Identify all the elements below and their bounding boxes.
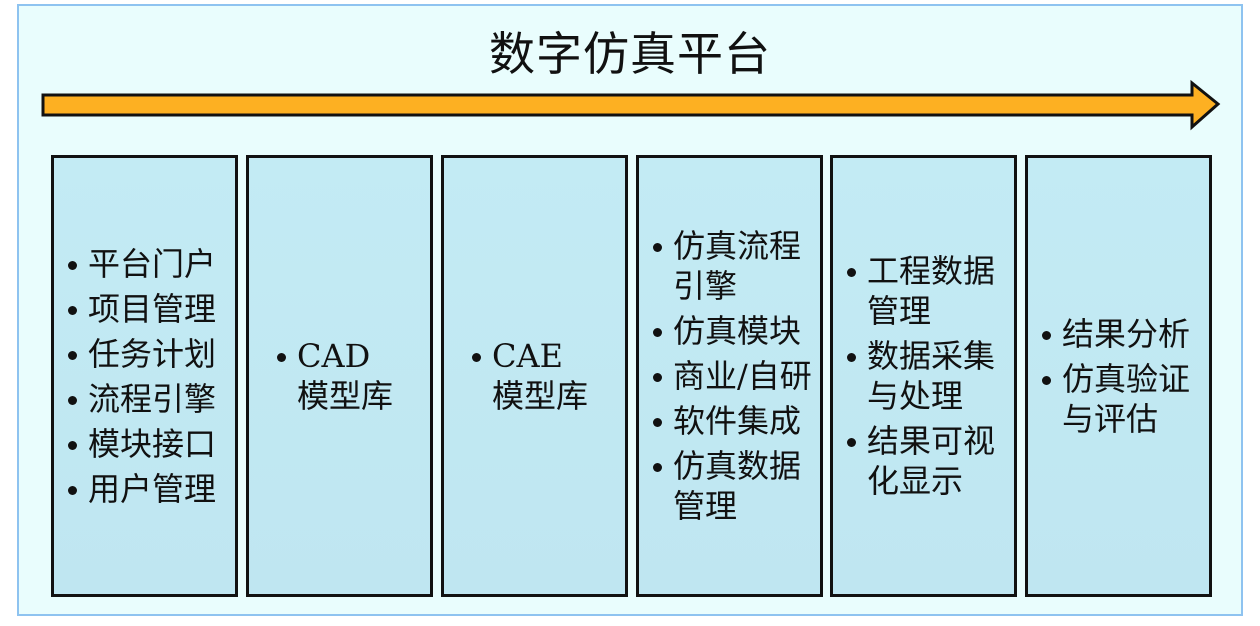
platform-module-box: CAE 模型库 xyxy=(441,155,628,597)
feature-item: 任务计划 xyxy=(68,334,230,374)
feature-item: 商业/自研 xyxy=(653,356,815,396)
feature-item: 仿真验证与评估 xyxy=(1042,359,1204,439)
feature-item: 流程引擎 xyxy=(68,379,230,419)
platform-module-box: 结果分析仿真验证与评估 xyxy=(1025,155,1212,597)
feature-item: 数据采集与处理 xyxy=(847,336,1009,416)
platform-module-box: 仿真流程引擎仿真模块商业/自研软件集成仿真数据管理 xyxy=(636,155,823,597)
feature-item: CAD 模型库 xyxy=(277,336,407,416)
feature-item: 用户管理 xyxy=(68,469,230,509)
feature-item: 仿真模块 xyxy=(653,311,815,351)
feature-item: 项目管理 xyxy=(68,289,230,329)
feature-item: 软件集成 xyxy=(653,401,815,441)
feature-item: 结果分析 xyxy=(1042,314,1204,354)
process-arrow-icon xyxy=(41,79,1221,131)
module-feature-list: 平台门户项目管理任务计划流程引擎模块接口用户管理 xyxy=(54,239,230,514)
diagram-title: 数字仿真平台 xyxy=(489,27,771,81)
feature-item: 工程数据管理 xyxy=(847,251,1009,331)
module-feature-list: CAE 模型库 xyxy=(444,331,602,421)
feature-item: 平台门户 xyxy=(68,244,230,284)
platform-module-box: CAD 模型库 xyxy=(246,155,433,597)
module-feature-list: 结果分析仿真验证与评估 xyxy=(1028,309,1204,444)
feature-item: 仿真数据管理 xyxy=(653,446,815,526)
platform-module-box: 工程数据管理数据采集与处理结果可视化显示 xyxy=(830,155,1017,597)
feature-item: 结果可视化显示 xyxy=(847,421,1009,501)
feature-item: 模块接口 xyxy=(68,424,230,464)
feature-item: CAE 模型库 xyxy=(472,336,602,416)
module-feature-list: 工程数据管理数据采集与处理结果可视化显示 xyxy=(833,246,1009,506)
feature-item: 仿真流程引擎 xyxy=(653,226,815,306)
module-feature-list: CAD 模型库 xyxy=(249,331,407,421)
module-feature-list: 仿真流程引擎仿真模块商业/自研软件集成仿真数据管理 xyxy=(639,221,815,531)
platform-module-box: 平台门户项目管理任务计划流程引擎模块接口用户管理 xyxy=(51,155,238,597)
